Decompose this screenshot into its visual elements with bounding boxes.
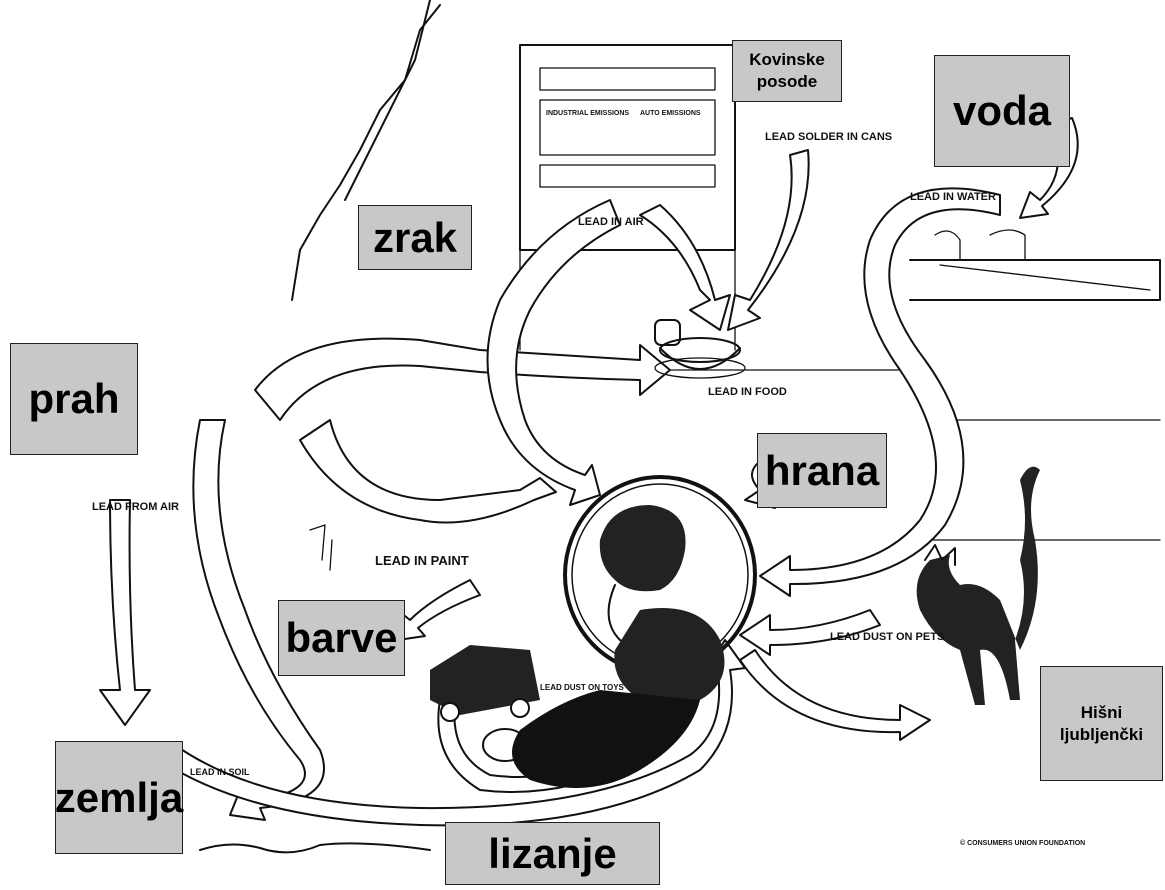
- window-pane-mid: [539, 99, 716, 156]
- faucet-left: [934, 230, 961, 261]
- text-lead-dust-on-pets: LEAD DUST ON PETS: [830, 631, 944, 643]
- text-lead-in-air: LEAD IN AIR: [578, 216, 644, 228]
- arrow-cans-to-food: [727, 149, 810, 331]
- label-kovinske-posode: Kovinske posode: [732, 40, 842, 102]
- food-bowl: [659, 337, 741, 363]
- label-lizanje: lizanje: [445, 822, 660, 885]
- cat-ears: [924, 544, 956, 566]
- text-lead-in-food: LEAD IN FOOD: [708, 386, 787, 398]
- child-legs: [512, 690, 700, 788]
- child-foot-left: [482, 728, 528, 762]
- text-auto-emissions: AUTO EMISSIONS: [640, 110, 701, 117]
- label-hisni-ljubljencki: Hišni ljubljenčki: [1040, 666, 1163, 781]
- label-zemlja: zemlja: [55, 741, 183, 854]
- text-lead-from-air: LEAD FROM AIR: [92, 501, 179, 513]
- window-pane-top: [539, 67, 716, 91]
- label-prah: prah: [10, 343, 138, 455]
- toy-truck: [430, 645, 540, 715]
- label-hrana: hrana: [757, 433, 887, 508]
- paint-sketch: [309, 524, 333, 571]
- label-barve: barve: [278, 600, 405, 676]
- food-bowl-body: [659, 347, 741, 370]
- cup: [654, 319, 681, 346]
- sink-counter: [909, 259, 1161, 301]
- faucet-right: [989, 229, 1026, 261]
- arrow-dust-to-child: [299, 419, 557, 524]
- text-copyright: © CONSUMERS UNION FOUNDATION: [960, 839, 1085, 847]
- text-lead-solder: LEAD SOLDER IN CANS: [765, 131, 892, 143]
- chimney-outline: [291, 4, 441, 301]
- sink-edge: [939, 264, 1151, 291]
- arrow-air-to-food: [639, 204, 731, 331]
- arrow-paint-to-toys: [397, 579, 481, 641]
- text-lead-dust-on-toys: LEAD DUST ON TOYS: [540, 683, 625, 692]
- ground-line: [199, 842, 431, 854]
- child-body: [614, 608, 725, 700]
- toy-wheel: [440, 702, 460, 722]
- arrow-child-to-pets: [739, 649, 931, 741]
- text-lead-in-soil: LEAD IN SOIL: [190, 767, 250, 777]
- arrow-air-to-child: [486, 199, 621, 506]
- label-voda: voda: [934, 55, 1070, 167]
- child-head: [599, 505, 686, 592]
- child-foot-right: [521, 750, 559, 780]
- window-frame: [519, 44, 736, 251]
- arrow-air-to-soil: [99, 499, 151, 726]
- cat: [916, 466, 1040, 705]
- window-pane-bottom: [539, 164, 716, 188]
- arrow-water-to-child: [759, 187, 1001, 597]
- label-zrak: zrak: [358, 205, 472, 270]
- text-industrial-emissions: INDUSTRIAL EMISSIONS: [546, 110, 629, 117]
- arrow-house-to-soil: [192, 419, 325, 821]
- chimney-outline-inner: [344, 0, 431, 201]
- text-lead-in-paint: LEAD IN PAINT: [375, 553, 469, 568]
- arrow-soil-to-child: [159, 639, 746, 827]
- toy-wheel: [510, 698, 530, 718]
- arrow-dust-to-food: [254, 337, 671, 421]
- text-lead-in-water: LEAD IN WATER: [910, 191, 996, 203]
- food-plate: [654, 357, 746, 379]
- arrow-pets-to-child: [739, 609, 881, 656]
